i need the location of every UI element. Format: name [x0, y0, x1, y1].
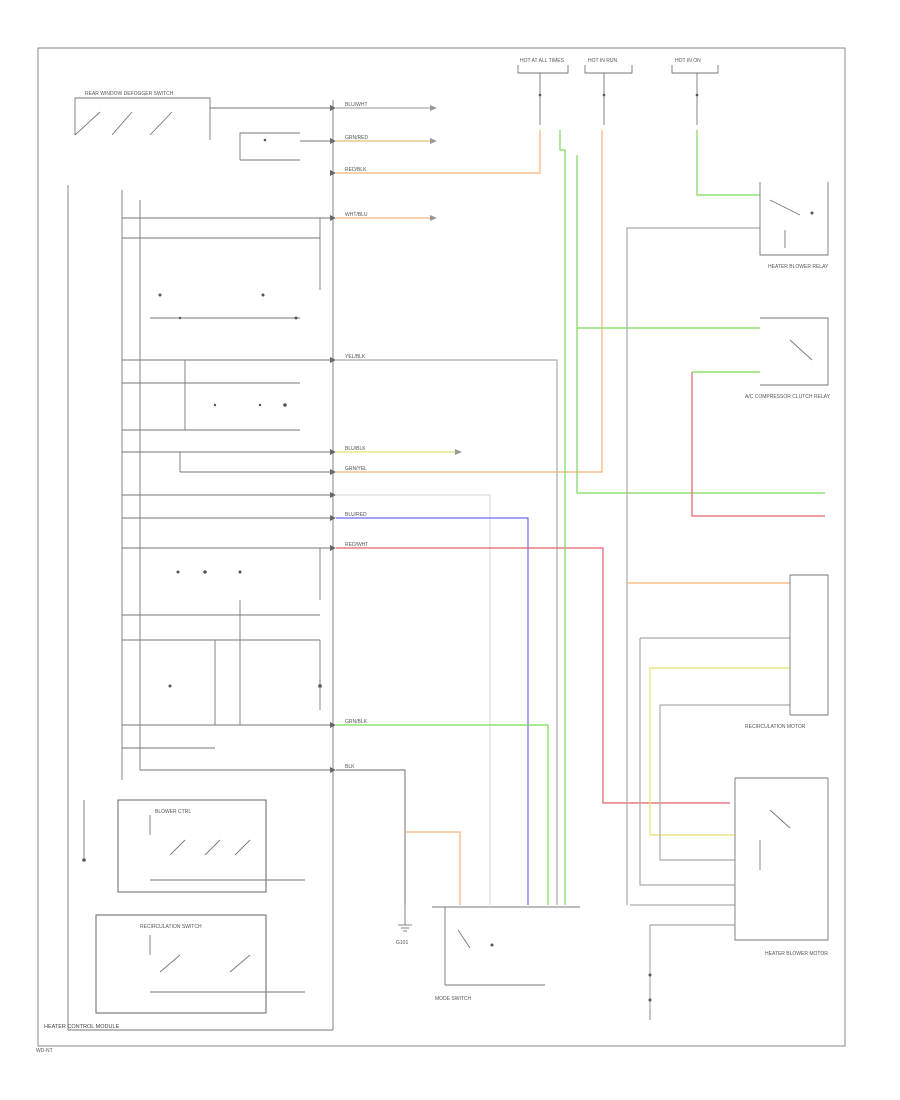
mode-switch-label: MODE SWITCH [435, 996, 471, 1002]
heater-blower-motor-label: HEATER BLOWER MOTOR [765, 951, 828, 957]
recirculation-switch: RECIRCULATION SWITCH [95, 914, 305, 1014]
svg-text:BLU/WHT: BLU/WHT [345, 102, 368, 108]
ground-symbol: G101 [396, 905, 412, 946]
hot-in-on-label: HOT IN ON [675, 58, 701, 64]
svg-text:BLU/RED: BLU/RED [345, 512, 367, 518]
heater-blower-relay: HEATER BLOWER RELAY [759, 182, 829, 270]
rear-defogger-switch-label: REAR WINDOW DEFOGGER SWITCH [85, 91, 174, 97]
recirculation-motor: RECIRCULATION MOTOR [745, 574, 829, 730]
fuse-block-mid: HOT IN RUN [584, 58, 633, 125]
svg-text:GRN/RED: GRN/RED [345, 135, 368, 141]
footer-code: WD-NT [36, 1048, 53, 1054]
blower-ctrl-switch: BLOWER CTRL [117, 799, 305, 893]
hot-in-run-label: HOT IN RUN [588, 58, 617, 64]
left-feed [82, 800, 86, 862]
recirculation-motor-label: RECIRCULATION MOTOR [745, 724, 806, 730]
svg-text:WHT/BLU: WHT/BLU [345, 212, 368, 218]
svg-text:YEL/BLK: YEL/BLK [345, 354, 366, 360]
mode-switch-connector: MODE SWITCH [432, 906, 580, 1002]
wire-color-labels: BLU/WHT GRN/RED RED/BLK WHT/BLU YEL/BLK … [345, 102, 368, 770]
heater-blower-relay-label: HEATER BLOWER RELAY [768, 264, 829, 270]
ground-label: G101 [396, 940, 408, 946]
diagram-border [37, 47, 846, 1047]
svg-text:RED/BLK: RED/BLK [345, 167, 367, 173]
recirculation-switch-label: RECIRCULATION SWITCH [140, 924, 202, 930]
blower-connector [648, 973, 652, 1020]
svg-text:RED/WHT: RED/WHT [345, 542, 368, 548]
fuse-block-right: HOT IN ON [671, 58, 719, 125]
rear-defogger-switch: REAR WINDOW DEFOGGER SWITCH [74, 91, 333, 140]
wire-group [336, 105, 825, 1010]
inner-relay-box [239, 132, 333, 161]
ac-compressor-label: A/C COMPRESSOR CLUTCH RELAY [745, 394, 831, 400]
svg-text:BLK: BLK [345, 764, 355, 770]
svg-text:BLU/BLK: BLU/BLK [345, 446, 366, 452]
ac-compressor-relay: A/C COMPRESSOR CLUTCH RELAY [745, 317, 831, 400]
heater-blower-motor: HEATER BLOWER MOTOR [734, 777, 829, 957]
heater-control-module: HEATER CONTROL MODULE [44, 100, 336, 1031]
svg-text:GRN/BLK: GRN/BLK [345, 719, 368, 725]
svg-text:GRN/YEL: GRN/YEL [345, 466, 367, 472]
fuse-block-left: HOT AT ALL TIMES [517, 58, 569, 125]
heater-control-module-label: HEATER CONTROL MODULE [44, 1024, 120, 1030]
hot-at-all-times-label: HOT AT ALL TIMES [520, 58, 565, 64]
blower-ctrl-label: BLOWER CTRL [155, 809, 191, 815]
